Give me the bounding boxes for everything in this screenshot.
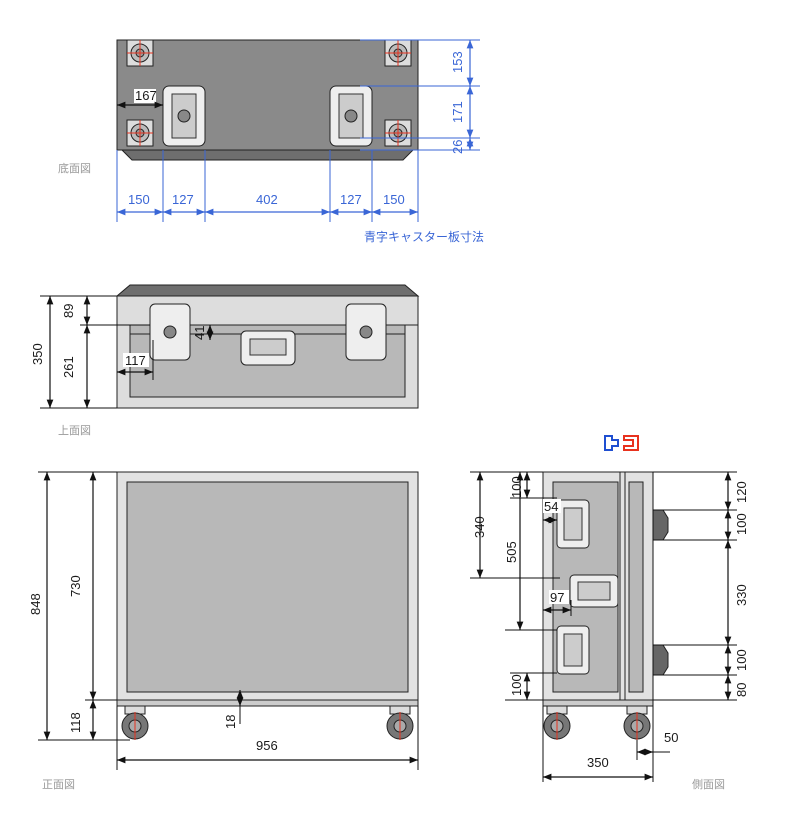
- dim-side-l2: 505: [504, 541, 519, 563]
- side-view: 340 505 100 54 97 100 120 100 330 100 80…: [472, 471, 749, 791]
- front-view: 848 730 118 18 956 正面図: [28, 471, 419, 791]
- dim-front-total: 848: [28, 593, 43, 615]
- front-view-caption: 正面図: [42, 778, 75, 791]
- bottom-view: 底面図 167 150 127 402 127 150 153 171 26 青…: [58, 39, 484, 244]
- caster-wheel: [623, 705, 651, 740]
- dim-side-l4: 54: [544, 499, 558, 514]
- front-casters: [121, 705, 414, 740]
- lid-open-icon: [604, 435, 639, 451]
- dim-bottom-h1: 153: [450, 51, 465, 73]
- caster-plates: [126, 39, 412, 147]
- handle: [556, 499, 590, 549]
- latch: [162, 85, 206, 147]
- dim-top-handle-offset: 41: [192, 326, 207, 340]
- dim-bottom-w4: 127: [340, 192, 362, 207]
- caster-plate: [126, 39, 154, 67]
- dim-front-caster: 118: [68, 712, 83, 733]
- dimension-lines: [38, 39, 737, 782]
- top-view: 350 89 261 117 41 上面図: [30, 284, 420, 437]
- dim-bottom-w3: 402: [256, 192, 278, 207]
- dim-side-width: 350: [587, 755, 609, 770]
- caster-wheel: [543, 705, 571, 740]
- caster-wheel: [386, 705, 414, 740]
- latch: [149, 303, 191, 361]
- dim-latch-offset: 167: [135, 88, 157, 103]
- top-view-caption: 上面図: [58, 424, 91, 437]
- caster-plate: [384, 119, 412, 147]
- side-view-caption: 側面図: [692, 778, 725, 791]
- dim-bottom-h3: 26: [450, 140, 465, 154]
- dim-side-r5: 80: [734, 683, 749, 697]
- dim-side-l5: 97: [550, 590, 564, 605]
- dim-side-r3: 330: [734, 584, 749, 606]
- dim-bottom-w5: 150: [383, 192, 405, 207]
- dim-top-latch-offset: 117: [125, 353, 146, 368]
- dim-front-width: 956: [256, 738, 278, 753]
- caster-plate: [384, 39, 412, 67]
- handle: [569, 574, 619, 608]
- dim-side-r1: 120: [734, 481, 749, 503]
- bottom-view-caption: 底面図: [58, 161, 91, 175]
- dim-side-l3: 100: [509, 476, 524, 498]
- dim-side-r4: 100: [734, 649, 749, 671]
- dim-bottom-w2: 127: [172, 192, 194, 207]
- caster-wheel: [121, 705, 149, 740]
- caster-plate: [126, 119, 154, 147]
- dim-front-body: 730: [68, 575, 83, 597]
- latch: [345, 303, 387, 361]
- handle: [556, 625, 590, 675]
- dim-bottom-h2: 171: [450, 101, 465, 123]
- dim-front-gap: 18: [223, 715, 238, 729]
- dim-side-offset: 50: [664, 730, 678, 745]
- dim-top-total: 350: [30, 343, 45, 365]
- handle: [240, 330, 296, 366]
- latch: [329, 85, 373, 147]
- caster-plate-note: 青字キャスター板寸法: [364, 229, 484, 244]
- side-casters: [543, 705, 651, 740]
- dim-top-h1: 89: [61, 304, 76, 318]
- dim-side-l6: 100: [509, 674, 524, 696]
- dim-side-r2: 100: [734, 513, 749, 535]
- dim-bottom-w1: 150: [128, 192, 150, 207]
- dim-top-h2: 261: [61, 356, 76, 378]
